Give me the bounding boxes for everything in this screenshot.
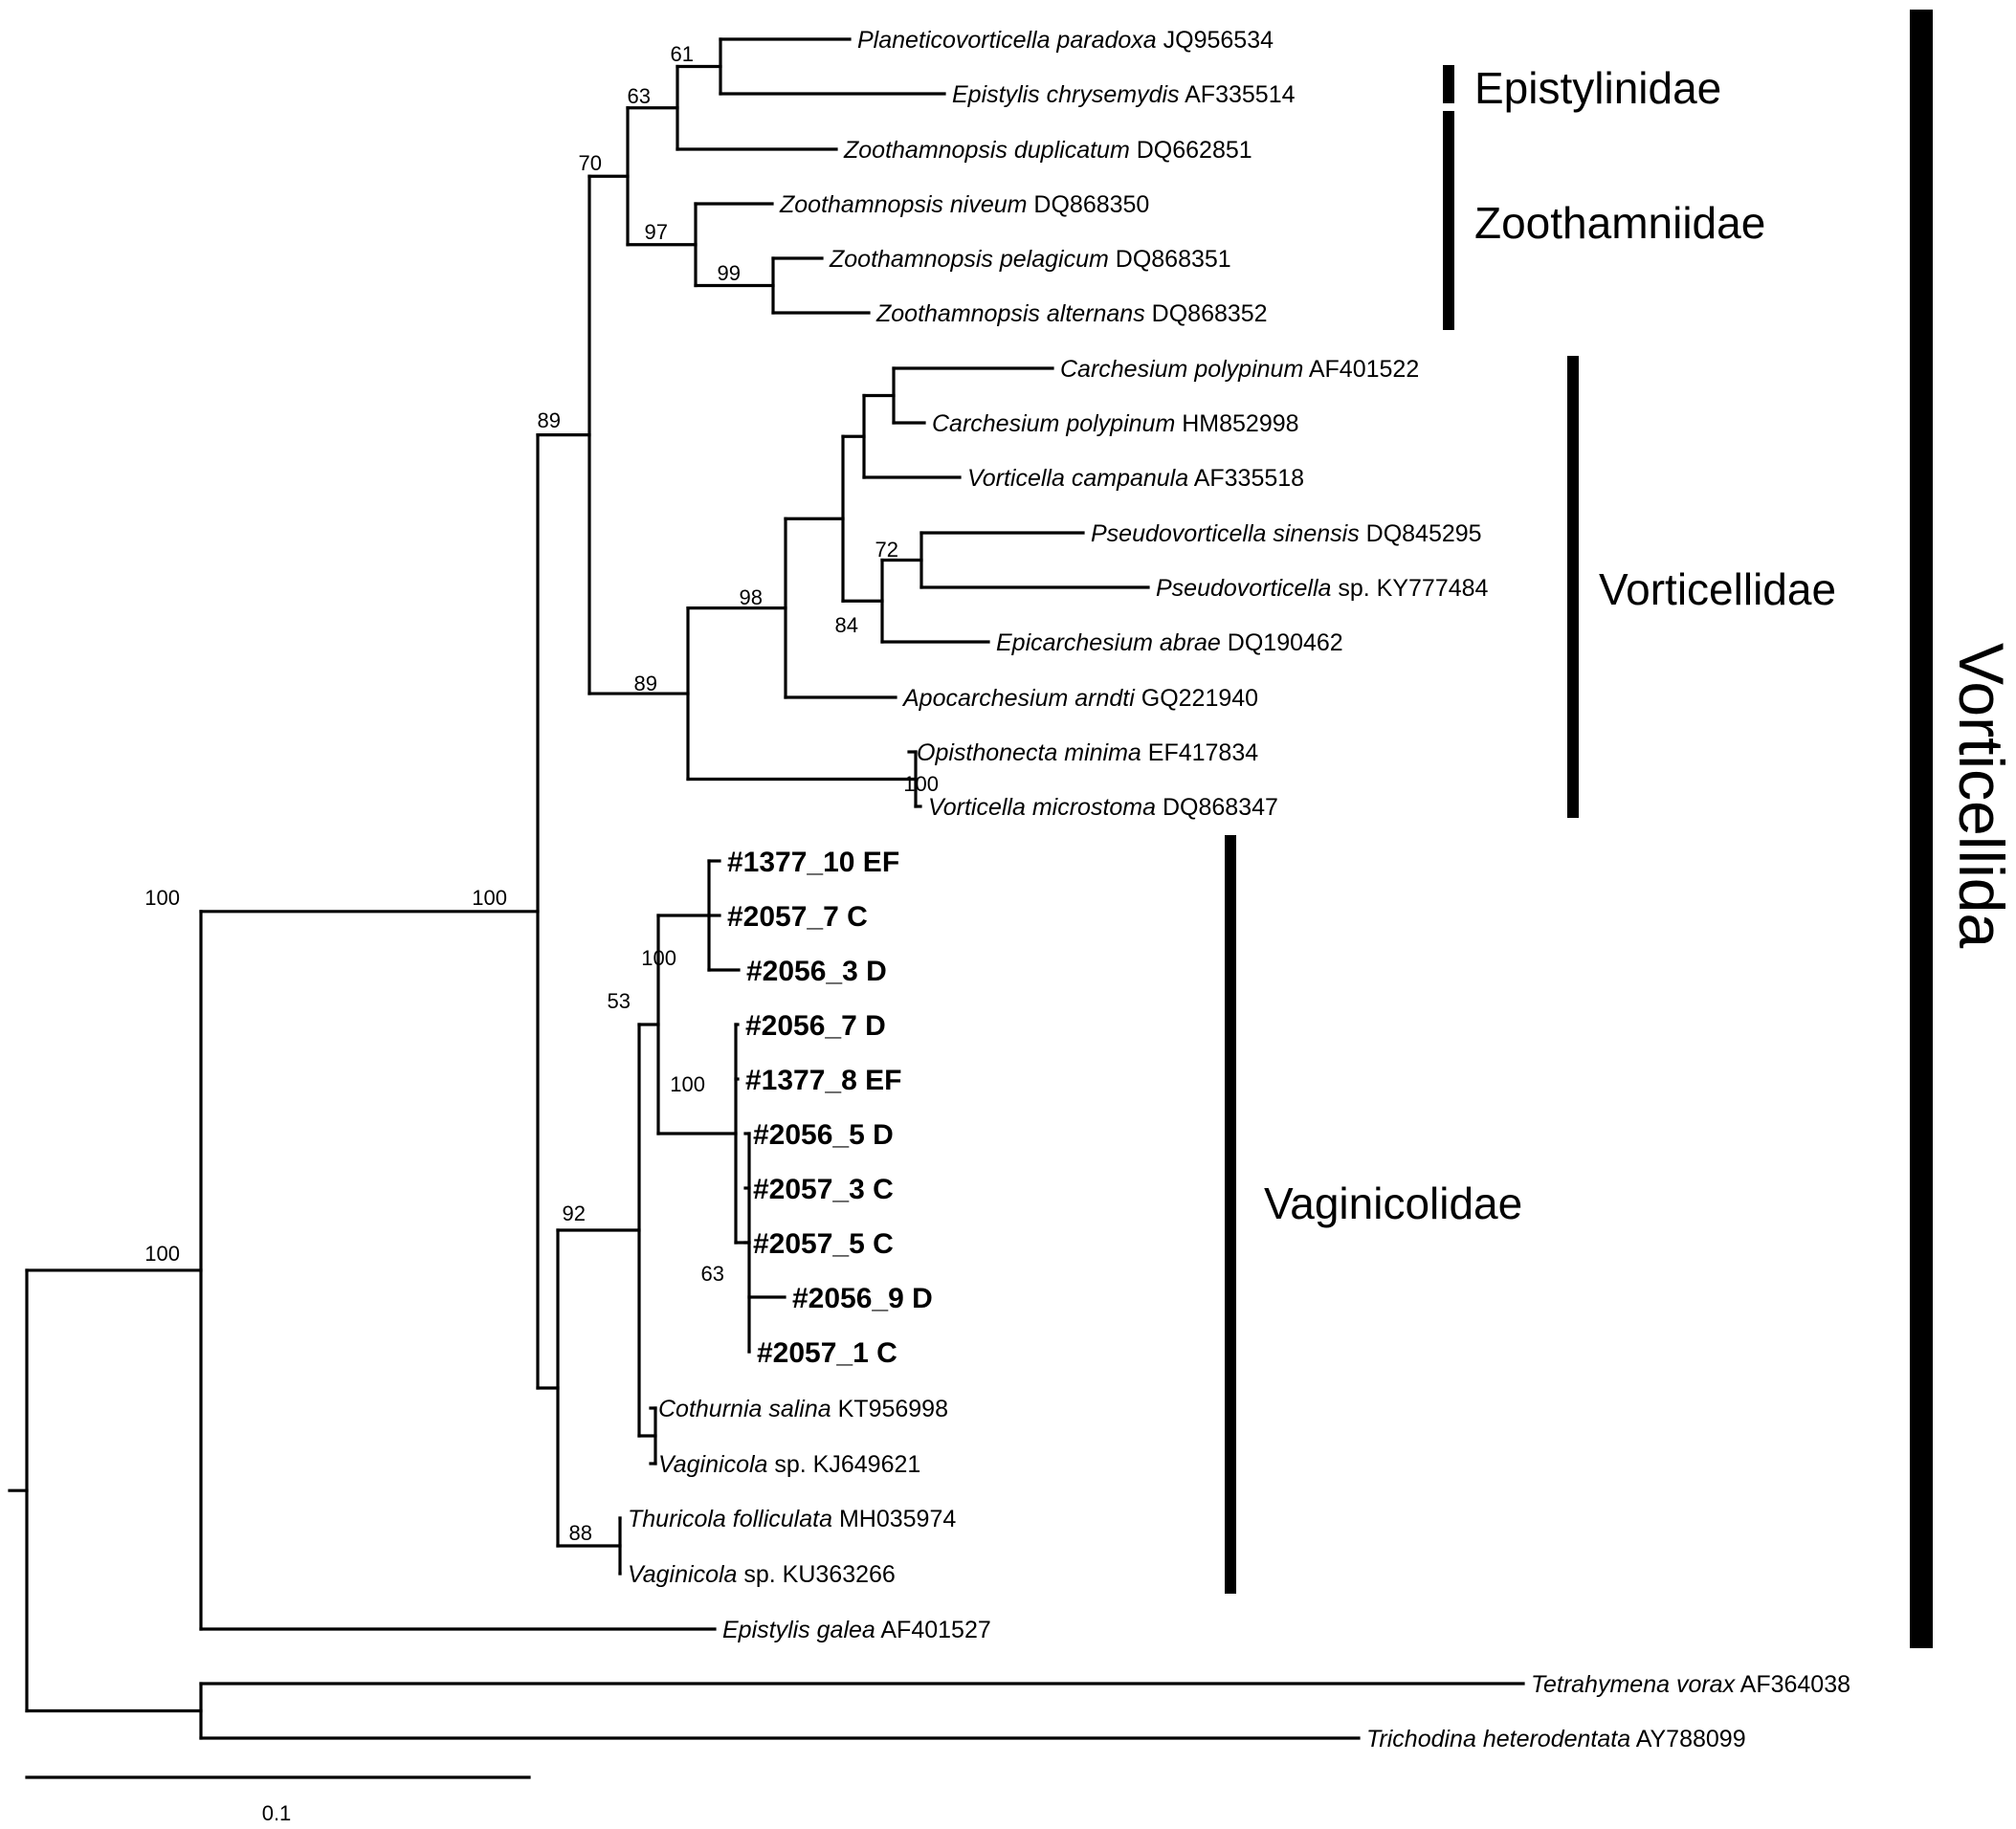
tip-label-sample: #1377_10 EF bbox=[727, 847, 899, 878]
clade-label-vorticellidae: Vorticellidae bbox=[1599, 564, 1836, 614]
support-value: 84 bbox=[835, 613, 858, 637]
tip-label-sample: #2056_7 D bbox=[745, 1010, 886, 1042]
clade-label-vaginicolidae: Vaginicolidae bbox=[1264, 1179, 1522, 1228]
tip-label-taxon: Pseudovorticella sinensis DQ845295 bbox=[1091, 520, 1482, 547]
tip-label-taxon: Apocarchesium arndti GQ221940 bbox=[901, 685, 1258, 712]
tip-label-taxon: Epistylis galea AF401527 bbox=[722, 1617, 991, 1643]
tree-branches bbox=[8, 37, 1525, 1740]
support-value: 89 bbox=[538, 408, 561, 432]
order-bar-vorticellida bbox=[1910, 10, 1933, 1648]
support-value: 63 bbox=[701, 1262, 724, 1286]
tip-label-taxon: Opisthonecta minima EF417834 bbox=[917, 739, 1258, 766]
support-value: 98 bbox=[740, 585, 763, 609]
tip-label-sample: #2057_3 C bbox=[753, 1174, 894, 1205]
clade-label-epistylinidae: Epistylinidae bbox=[1474, 63, 1721, 113]
tip-label-sample: #2057_7 C bbox=[727, 901, 868, 933]
support-value: 100 bbox=[903, 772, 939, 796]
tip-label-taxon: Zoothamnopsis pelagicum DQ868351 bbox=[829, 246, 1231, 273]
support-value: 53 bbox=[608, 989, 631, 1013]
tip-labels: Planeticovorticella paradoxa JQ956534Epi… bbox=[628, 27, 1850, 1752]
clade-bar-vaginicolidae bbox=[1225, 835, 1236, 1594]
tip-label-taxon: Pseudovorticella sp. KY777484 bbox=[1156, 575, 1489, 602]
tip-label-taxon: Carchesium polypinum HM852998 bbox=[932, 410, 1299, 437]
support-value: 100 bbox=[144, 886, 180, 910]
order-label-vorticellida: Vorticellida bbox=[1946, 643, 2016, 948]
tip-label-taxon: Thuricola folliculata MH035974 bbox=[628, 1506, 956, 1532]
tip-label-sample: #2056_9 D bbox=[792, 1283, 933, 1314]
tip-label-taxon: Planeticovorticella paradoxa JQ956534 bbox=[857, 27, 1274, 54]
tip-label-sample: #2056_5 D bbox=[753, 1119, 894, 1151]
tip-label-sample: #2056_3 D bbox=[746, 956, 887, 987]
support-value: 100 bbox=[670, 1072, 705, 1096]
tip-label-taxon: Epicarchesium abrae DQ190462 bbox=[996, 629, 1343, 656]
tip-label-taxon: Zoothamnopsis duplicatum DQ662851 bbox=[843, 137, 1252, 164]
support-value: 99 bbox=[718, 261, 741, 285]
tip-label-taxon: Zoothamnopsis alternans DQ868352 bbox=[875, 300, 1268, 327]
tip-label-taxon: Epistylis chrysemydis AF335514 bbox=[952, 81, 1296, 108]
clade-label-zoothamniidae: Zoothamniidae bbox=[1474, 198, 1765, 248]
tip-label-taxon: Trichodina heterodentata AY788099 bbox=[1366, 1726, 1746, 1752]
support-value: 63 bbox=[628, 84, 651, 108]
tip-label-sample: #2057_5 C bbox=[753, 1228, 894, 1260]
tip-label-sample: #1377_8 EF bbox=[745, 1065, 901, 1096]
clade-bar-epistylinidae bbox=[1443, 65, 1454, 103]
support-value: 100 bbox=[641, 946, 676, 970]
tip-label-taxon: Vaginicola sp. KU363266 bbox=[628, 1561, 896, 1588]
clade-bar-vorticellidae bbox=[1567, 356, 1579, 818]
support-value: 88 bbox=[569, 1521, 592, 1545]
support-values: 61 63 70 97 99 89 72 84 98 89 100 100 100 53 100 63 92 88… bbox=[144, 42, 939, 1545]
tip-label-taxon: Vorticella microstoma DQ868347 bbox=[928, 794, 1278, 821]
tip-label-taxon: Zoothamnopsis niveum DQ868350 bbox=[779, 191, 1149, 218]
tip-label-sample: #2057_1 C bbox=[757, 1337, 897, 1369]
support-value: 100 bbox=[144, 1242, 180, 1266]
support-value: 70 bbox=[579, 151, 602, 175]
tip-label-taxon: Vaginicola sp. KJ649621 bbox=[658, 1451, 920, 1478]
tip-label-taxon: Tetrahymena vorax AF364038 bbox=[1531, 1671, 1850, 1698]
support-value: 92 bbox=[563, 1201, 586, 1225]
tip-label-taxon: Carchesium polypinum AF401522 bbox=[1060, 356, 1419, 383]
scale-bar-label: 0.1 bbox=[262, 1801, 292, 1825]
support-value: 72 bbox=[875, 538, 898, 562]
clade-bar-zoothamniidae bbox=[1443, 111, 1454, 330]
tip-label-taxon: Vorticella campanula AF335518 bbox=[967, 465, 1304, 492]
tip-label-taxon: Cothurnia salina KT956998 bbox=[658, 1396, 948, 1422]
support-value: 61 bbox=[671, 42, 694, 66]
support-value: 89 bbox=[634, 672, 657, 695]
support-value: 97 bbox=[645, 220, 668, 244]
support-value: 100 bbox=[472, 886, 507, 910]
